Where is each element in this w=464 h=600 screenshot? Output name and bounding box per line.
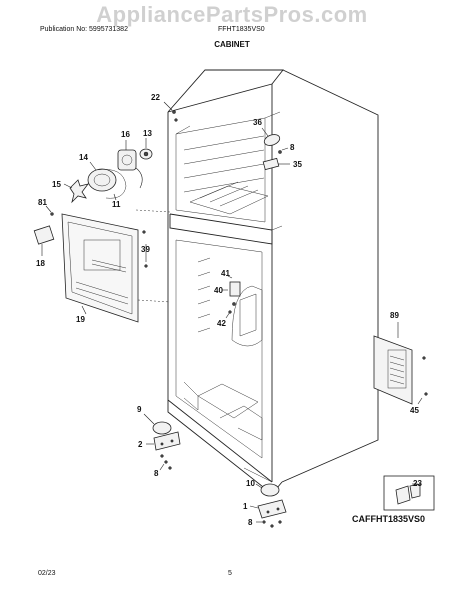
- part-22-screw: [163, 101, 178, 122]
- callout-16: 16: [121, 130, 130, 139]
- callout-23: 23: [413, 479, 422, 488]
- callout-81: 81: [38, 198, 47, 207]
- section-title: CABINET: [214, 40, 250, 49]
- part-14-fan-shroud: [87, 161, 117, 192]
- callout-13: 13: [143, 129, 152, 138]
- callout-2: 2: [138, 440, 143, 449]
- callout-1: 1: [243, 502, 248, 511]
- callout-14: 14: [79, 153, 88, 162]
- callout-labels: 22 36 8 35 13 16 14 15 11 81 18 39 19 41…: [36, 93, 422, 527]
- part-40-thermostat: [222, 275, 241, 319]
- part-9-hinge-cover: [143, 413, 172, 435]
- publication-number: Publication No: 5995731382: [40, 26, 128, 33]
- part-1-hinge-bracket: [249, 499, 287, 528]
- callout-19: 19: [76, 315, 85, 324]
- part-10-leveler-cover: [255, 483, 280, 497]
- part-16-fan-motor: [117, 140, 143, 189]
- part-89-rear-panel: [373, 322, 428, 405]
- part-15-fan-blade: [63, 179, 89, 204]
- callout-11: 11: [112, 200, 121, 209]
- footer-date: 02/23: [38, 570, 56, 577]
- callout-8-left: 8: [154, 469, 159, 478]
- callout-36: 36: [253, 118, 262, 127]
- callout-8-right: 8: [248, 518, 253, 527]
- part-81-screw: [45, 205, 54, 216]
- diagram-code: CAFFHT1835VS0: [352, 514, 426, 524]
- part-18-label: [33, 225, 55, 256]
- callout-45: 45: [410, 406, 419, 415]
- callout-9: 9: [137, 405, 142, 414]
- part-13-bracket: [139, 138, 153, 160]
- part-23-inset-box: [383, 475, 435, 511]
- part-36-light-cover: [261, 127, 281, 146]
- callout-35: 35: [293, 160, 302, 169]
- callout-39: 39: [141, 245, 150, 254]
- callout-8-lamp: 8: [290, 143, 295, 152]
- callout-10: 10: [246, 479, 255, 488]
- cabinet-shell: [167, 69, 379, 495]
- callout-40: 40: [214, 286, 223, 295]
- watermark: AppliancePartsPros.com: [96, 2, 368, 27]
- model-number: FFHT1835VS0: [218, 26, 265, 33]
- footer-page-number: 5: [228, 570, 232, 577]
- callout-89: 89: [390, 311, 399, 320]
- callout-15: 15: [52, 180, 61, 189]
- part-19-evaporator-cover: [61, 213, 139, 323]
- part-11-fan-cover: [95, 169, 127, 201]
- part-35-lamp-socket: [262, 147, 290, 171]
- callout-22: 22: [151, 93, 160, 102]
- part-39-screws: [137, 230, 171, 303]
- callout-18: 18: [36, 259, 45, 268]
- part-2-hinge-bracket: [146, 431, 181, 471]
- callout-41: 41: [221, 269, 230, 278]
- callout-42: 42: [217, 319, 226, 328]
